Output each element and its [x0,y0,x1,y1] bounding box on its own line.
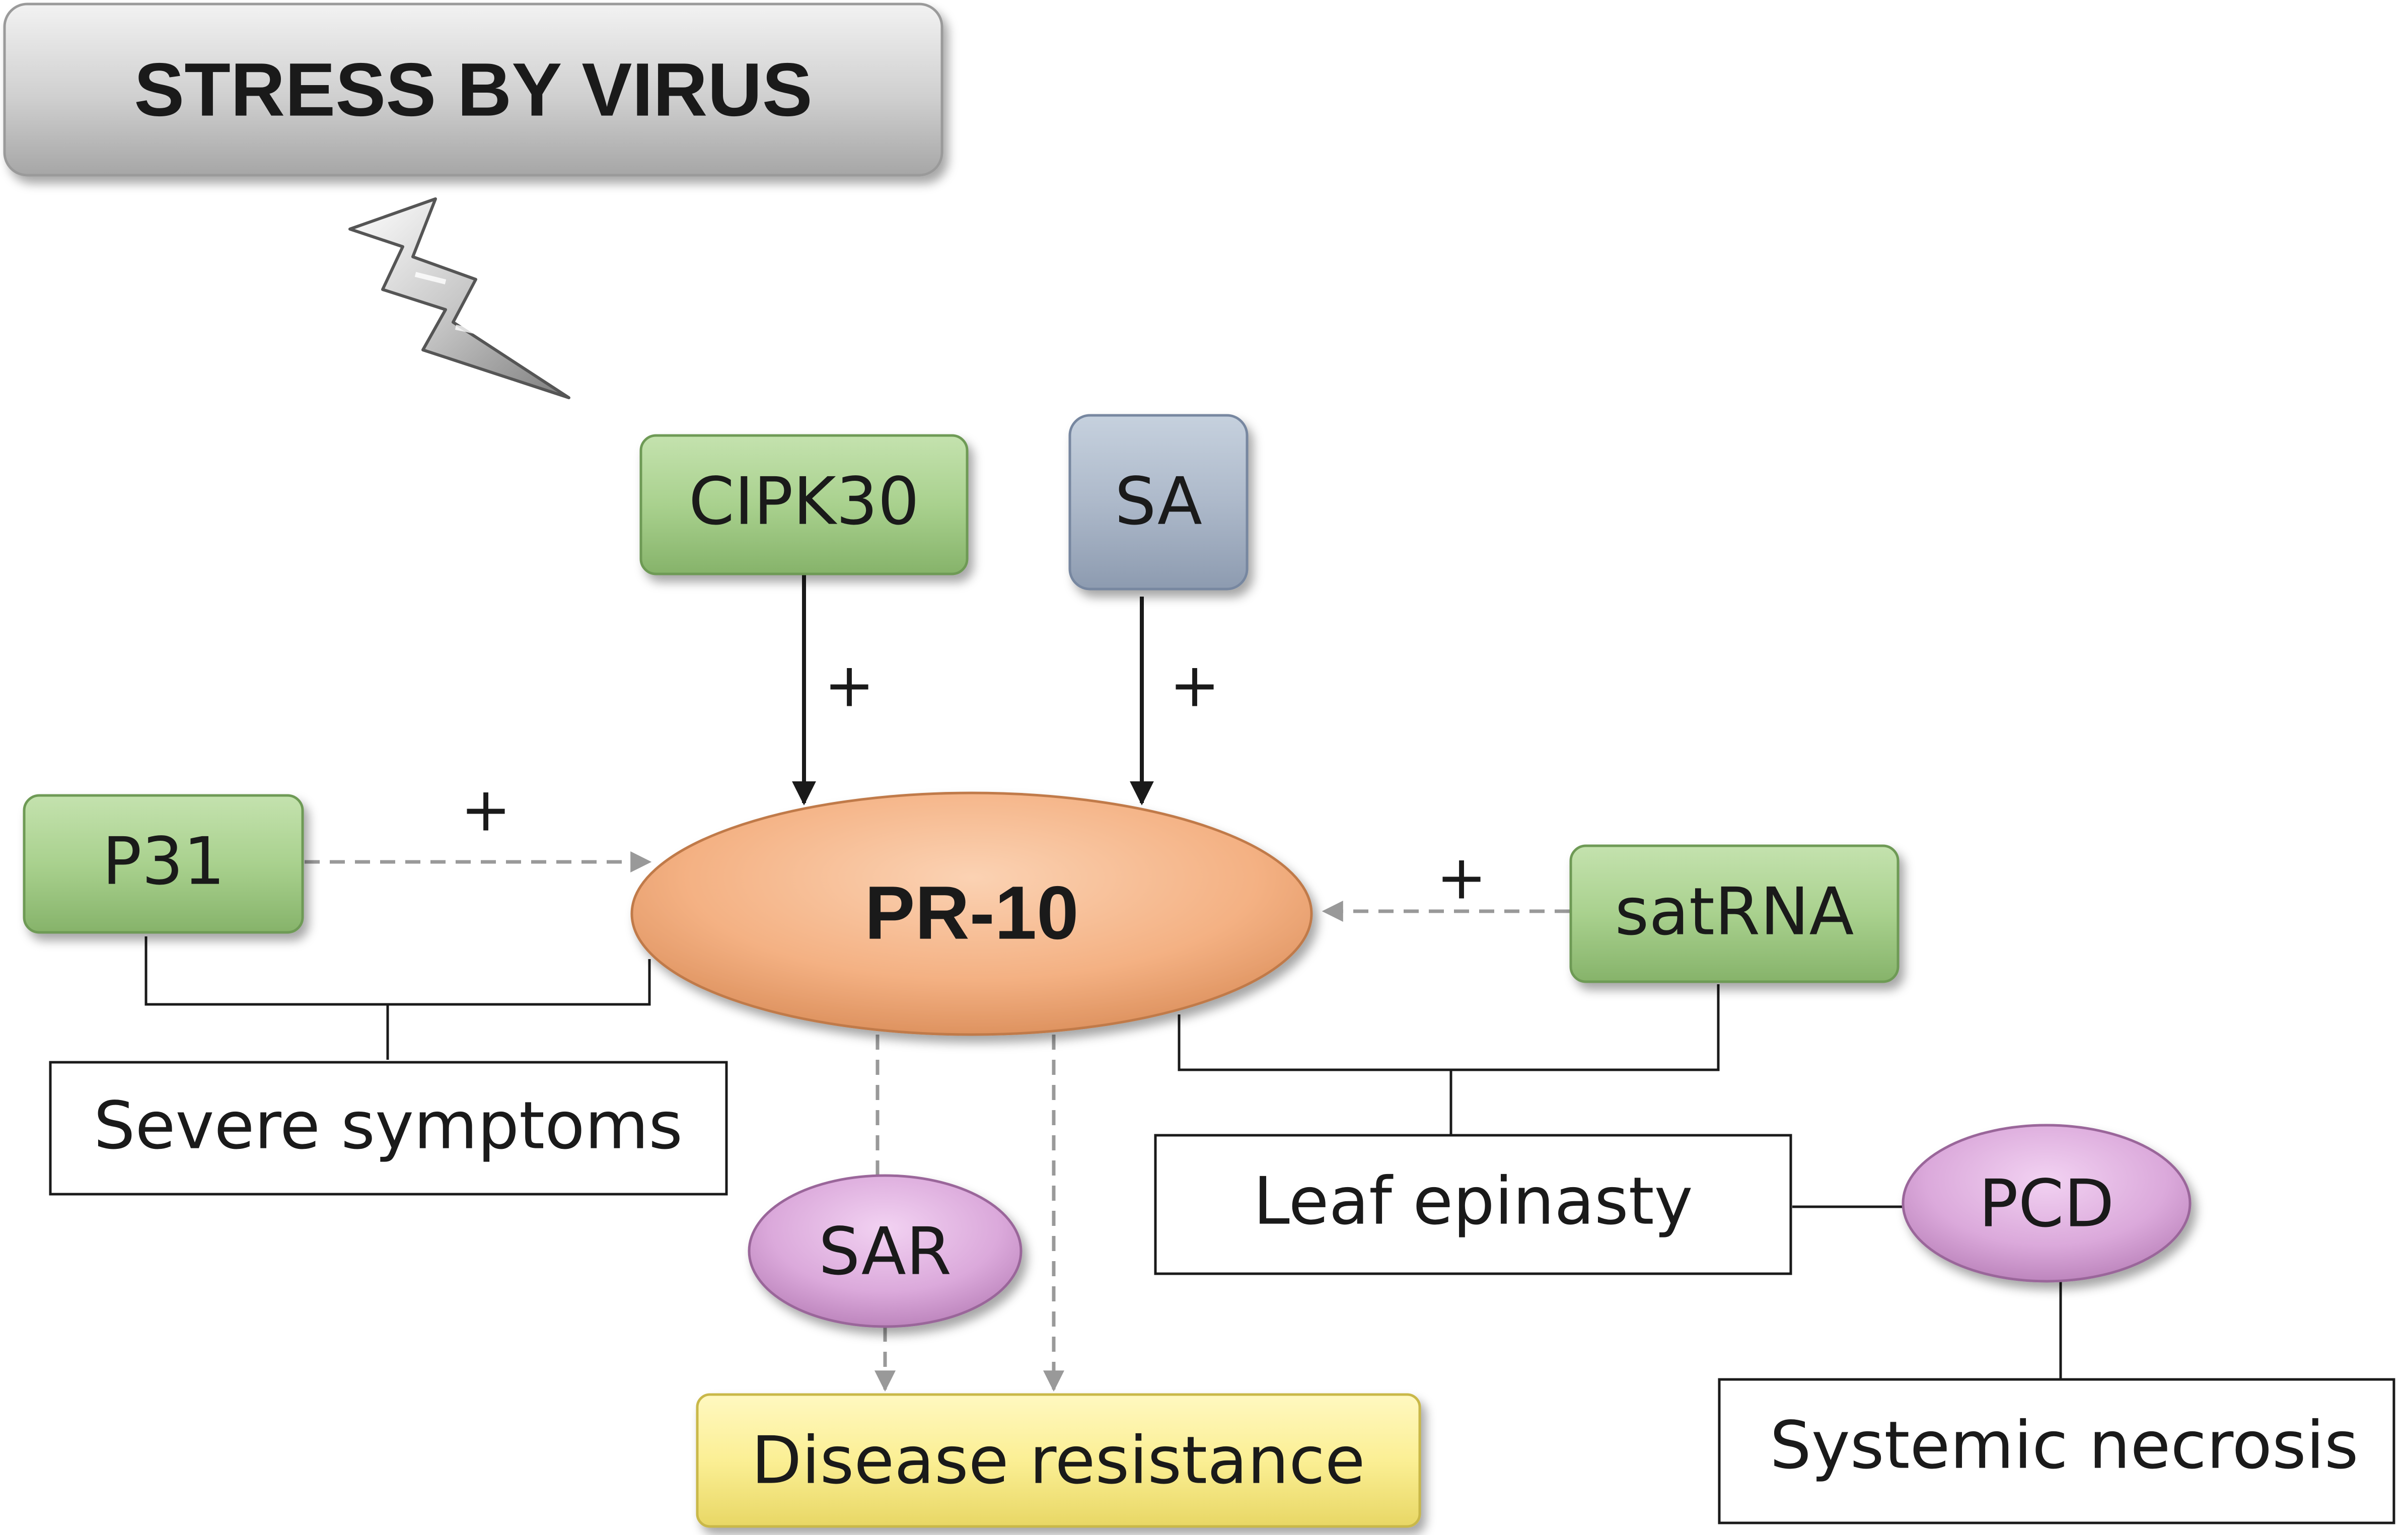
node-pcd-label: PCD [1979,1165,2114,1242]
node-disease-resistance-label: Disease resistance [751,1422,1365,1499]
plus-labels: + + + + [461,651,1487,913]
node-satrna: satRNA [1569,844,1900,983]
node-pr10: PR-10 [630,791,1313,1036]
lightning-bolt-icon [348,197,570,399]
node-systemic-necrosis: Systemic necrosis [1718,1378,2395,1524]
node-cipk30: CIPK30 [639,434,969,575]
title-text: STRESS BY VIRUS [134,47,813,132]
node-disease-resistance: Disease resistance [696,1393,1421,1528]
node-leaf-epinasty: Leaf epinasty [1154,1134,1792,1275]
plus-label-cipk30: + [824,651,875,721]
node-satrna-label: satRNA [1615,873,1854,950]
node-p31-label: P31 [102,823,225,900]
node-sa: SA [1068,414,1249,591]
title-box: STRESS BY VIRUS [3,3,943,177]
node-sar: SAR [748,1174,1023,1328]
node-cipk30-label: CIPK30 [689,463,919,540]
node-sar-label: SAR [819,1213,952,1290]
node-pr10-label: PR-10 [864,870,1078,955]
plus-label-satrna: + [1436,843,1487,913]
plus-label-sa: + [1170,651,1220,721]
node-systemic-necrosis-label: Systemic necrosis [1770,1407,2358,1484]
bracket-leaf-epinasty [1178,984,1720,1071]
bracket-severe-symptoms [144,936,651,1006]
node-severe-symptoms-label: Severe symptoms [94,1087,683,1164]
node-pcd: PCD [1902,1124,2192,1283]
plus-label-p31: + [461,775,512,845]
node-leaf-epinasty-label: Leaf epinasty [1253,1163,1693,1239]
node-p31: P31 [23,794,304,934]
node-severe-symptoms: Severe symptoms [49,1061,728,1196]
node-sa-label: SA [1115,463,1202,540]
connectors [144,574,2062,1392]
